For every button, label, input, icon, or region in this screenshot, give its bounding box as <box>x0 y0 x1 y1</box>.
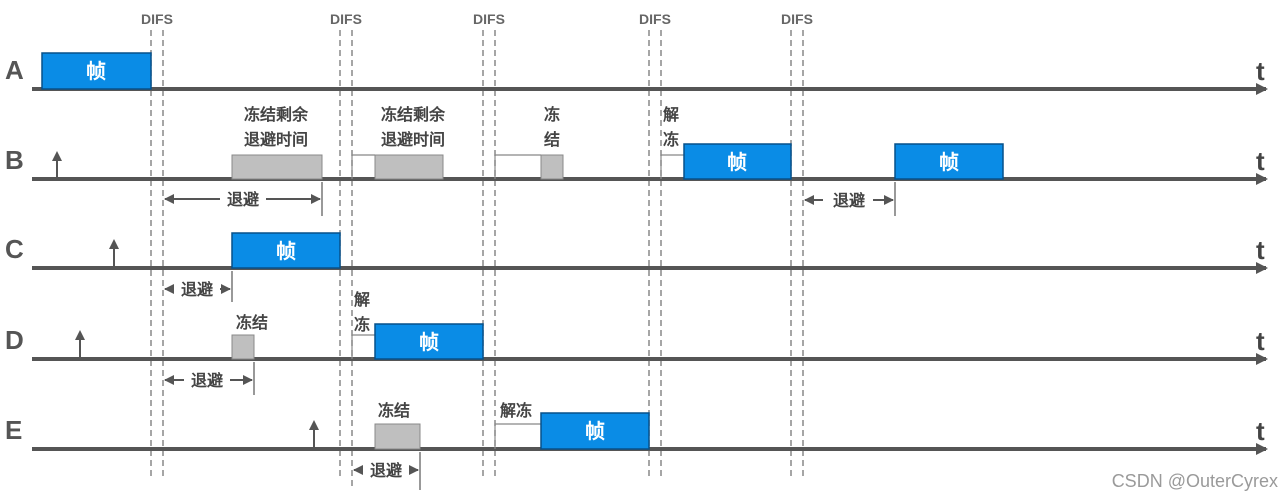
backoff-label-d: 退避 <box>191 371 223 390</box>
difs-label-3: DIFS <box>473 11 505 27</box>
gap-outline-d <box>351 334 375 359</box>
difs-guides <box>150 30 804 490</box>
difs-label-2: DIFS <box>330 11 362 27</box>
station-label-a: A <box>5 55 24 85</box>
difs-label-5: DIFS <box>781 11 813 27</box>
backoff-label-b-1: 退避 <box>227 190 259 209</box>
gap-outline-e <box>494 423 541 449</box>
freeze-label-d: 冻结 <box>236 313 268 332</box>
frame-label-b-1: 帧 <box>727 150 747 174</box>
station-label-c: C <box>5 234 24 264</box>
station-e-row: 冻结 解冻 帧 退避 <box>353 401 650 490</box>
gap-outline-b-4 <box>660 154 684 179</box>
station-label-b: B <box>5 145 24 175</box>
frame-block-d <box>374 323 484 360</box>
freeze-split-label-b-2: 结 <box>543 130 560 149</box>
difs-labels: DIFS DIFS DIFS DIFS DIFS <box>141 11 813 27</box>
frame-block-a <box>41 52 152 90</box>
difs-label-4: DIFS <box>639 11 671 27</box>
backoff-label-e: 退避 <box>370 461 402 480</box>
watermark: CSDN @OuterCyrex <box>1112 471 1278 491</box>
unfreeze-label-e: 解冻 <box>500 401 532 420</box>
station-labels: A B C D E <box>5 55 24 445</box>
frame-block-b-2 <box>894 143 1004 180</box>
t-label-e: t <box>1256 416 1265 446</box>
unfreeze-split-label-d-2: 冻 <box>354 315 370 334</box>
station-c-row: 帧 退避 <box>164 232 341 302</box>
unfreeze-split-label-d-1: 解 <box>354 290 370 309</box>
gap-outline-b-3 <box>494 154 541 179</box>
difs-label-1: DIFS <box>141 11 173 27</box>
station-b-row: 冻结剩余 退避时间 冻结剩余 退避时间 冻 结 解 冻 帧 帧 退避 退避 <box>164 105 1004 216</box>
station-d-row: 冻结 解 冻 帧 退避 <box>164 290 484 395</box>
gap-outline-b-2 <box>351 154 375 179</box>
unfreeze-split-label-b-1: 解 <box>663 105 679 124</box>
freeze-label-e: 冻结 <box>378 401 410 420</box>
backoff-label-b-2: 退避 <box>833 191 865 210</box>
frozen-block-e <box>374 423 421 450</box>
station-label-e: E <box>5 415 22 445</box>
freeze-remaining-label-b1-line1: 冻结剩余 <box>244 105 309 124</box>
frozen-block-b-2 <box>374 154 444 180</box>
frame-label-d: 帧 <box>419 330 439 354</box>
frame-label-c: 帧 <box>276 239 296 263</box>
frame-label-b-2: 帧 <box>939 150 959 174</box>
frame-label-e: 帧 <box>585 419 605 443</box>
t-label-a: t <box>1256 56 1265 86</box>
t-label-c: t <box>1256 235 1265 265</box>
station-a-row: 帧 <box>41 52 152 90</box>
frozen-block-d <box>231 334 255 360</box>
freeze-remaining-label-b2-line1: 冻结剩余 <box>381 105 446 124</box>
frame-block-b-1 <box>683 143 792 180</box>
frame-block-c <box>231 232 341 269</box>
time-labels: t t t t t <box>1256 56 1265 446</box>
unfreeze-split-label-b-2: 冻 <box>663 130 679 149</box>
station-label-d: D <box>5 325 24 355</box>
frame-block-e <box>540 412 650 450</box>
freeze-remaining-label-b1-line2: 退避时间 <box>244 130 308 149</box>
frame-label-a: 帧 <box>86 59 106 83</box>
freeze-split-label-b-1: 冻 <box>544 105 560 124</box>
frozen-block-b-1 <box>231 154 323 180</box>
t-label-d: t <box>1256 326 1265 356</box>
freeze-remaining-label-b2-line2: 退避时间 <box>381 130 445 149</box>
frozen-block-b-3 <box>540 154 564 180</box>
t-label-b: t <box>1256 146 1265 176</box>
arrival-arrows <box>52 151 319 447</box>
backoff-label-c: 退避 <box>181 280 213 299</box>
